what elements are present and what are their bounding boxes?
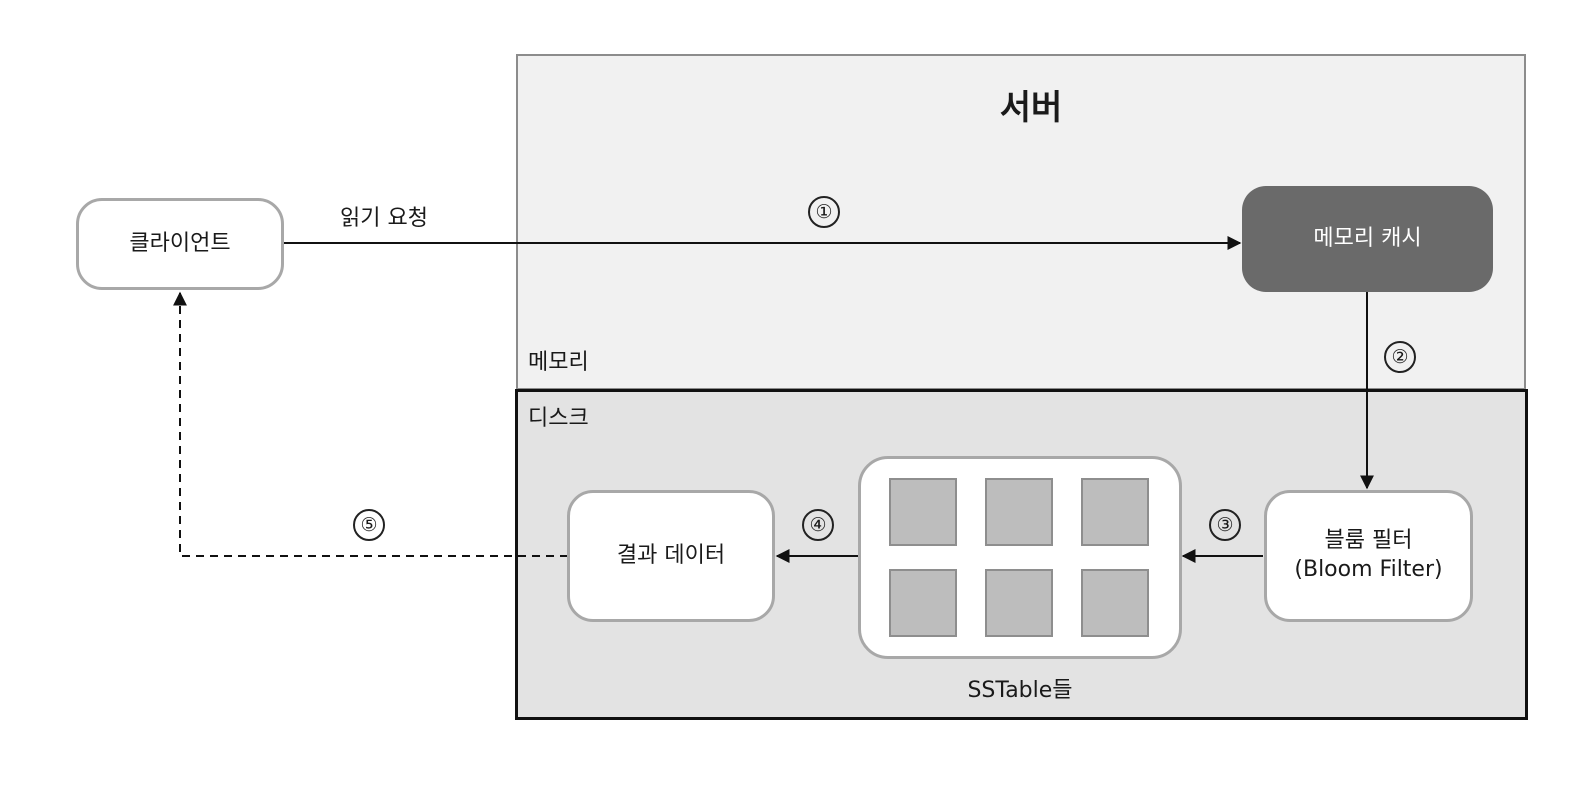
memory-cache-node: 메모리 캐시 <box>1242 186 1493 292</box>
step-2-badge: ② <box>1384 341 1416 373</box>
sstable-cell <box>1081 569 1149 637</box>
step-3-badge: ③ <box>1209 509 1241 541</box>
sstable-cell <box>889 478 957 546</box>
bloom-filter-label: 블룸 필터 <box>1324 528 1413 554</box>
result-data-node: 결과 데이터 <box>567 490 775 622</box>
read-request-label: 읽기 요청 <box>340 206 428 231</box>
bloom-filter-node: 블룸 필터 (Bloom Filter) <box>1264 490 1473 622</box>
server-title: 서버 <box>999 88 1063 128</box>
sstables-group <box>858 456 1182 659</box>
memory-label: 메모리 <box>528 350 589 375</box>
sstable-cell <box>985 478 1053 546</box>
sstable-cell <box>985 569 1053 637</box>
bloom-filter-sublabel: (Bloom Filter) <box>1294 557 1443 582</box>
step-1-badge: ① <box>808 196 840 228</box>
step-5-badge: ⑤ <box>353 509 385 541</box>
edge-result-to-client <box>173 291 568 557</box>
client-node: 클라이언트 <box>76 198 284 290</box>
disk-label: 디스크 <box>528 406 589 431</box>
sstables-label: SSTable들 <box>967 677 1073 703</box>
sstable-cell <box>1081 478 1149 546</box>
sstable-cell <box>889 569 957 637</box>
step-4-badge: ④ <box>802 509 834 541</box>
